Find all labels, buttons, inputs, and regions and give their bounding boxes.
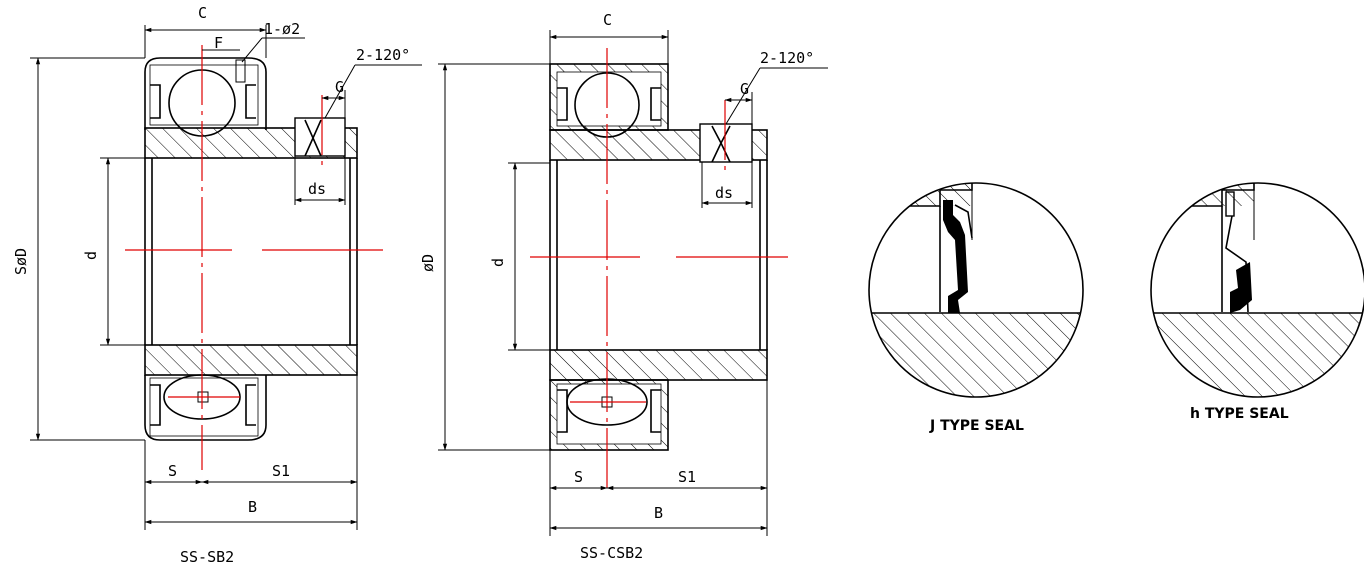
j-seal-caption: J TYPE SEAL: [929, 418, 1024, 434]
dim-s-label: S: [168, 462, 177, 480]
h-type-seal-detail: h TYPE SEAL: [1150, 182, 1364, 422]
dim-f-label: F: [214, 34, 223, 52]
h-seal-caption: h TYPE SEAL: [1190, 406, 1289, 422]
dim-c-label: C: [198, 4, 207, 22]
dim-ds-label: ds: [308, 180, 326, 198]
angle-label: 2-120°: [356, 46, 410, 64]
dim2-g-label: G: [740, 80, 749, 98]
dim-g-label: G: [335, 78, 344, 96]
dim-s1-label: S1: [272, 462, 290, 480]
dim2-ds-label: ds: [715, 184, 733, 202]
angle2-label: 2-120°: [760, 49, 814, 67]
dim-b-label: B: [248, 498, 257, 516]
dim2-s-label: S: [574, 468, 583, 486]
dim2-s1-label: S1: [678, 468, 696, 486]
j-type-seal-detail: J TYPE SEAL: [868, 182, 1084, 434]
dim2-d-label: d: [489, 258, 507, 267]
drawing1-caption: SS-SB2: [180, 548, 234, 566]
drawing-ss-csb2: C 2-120° G ds d øD S S1 B SS-CS: [419, 11, 828, 562]
hole-label: 1-ø2: [264, 20, 300, 38]
dim2-b-label: B: [654, 504, 663, 522]
drawing-ss-sb2: C F 1-ø2 2-120° G ds d SøD: [12, 4, 422, 566]
dim2-c-label: C: [603, 11, 612, 29]
drawing2-caption: SS-CSB2: [580, 544, 643, 562]
dim-d-label: d: [82, 251, 100, 260]
dim-sod-label: SøD: [12, 248, 30, 275]
dim2-od-label: øD: [419, 254, 437, 272]
